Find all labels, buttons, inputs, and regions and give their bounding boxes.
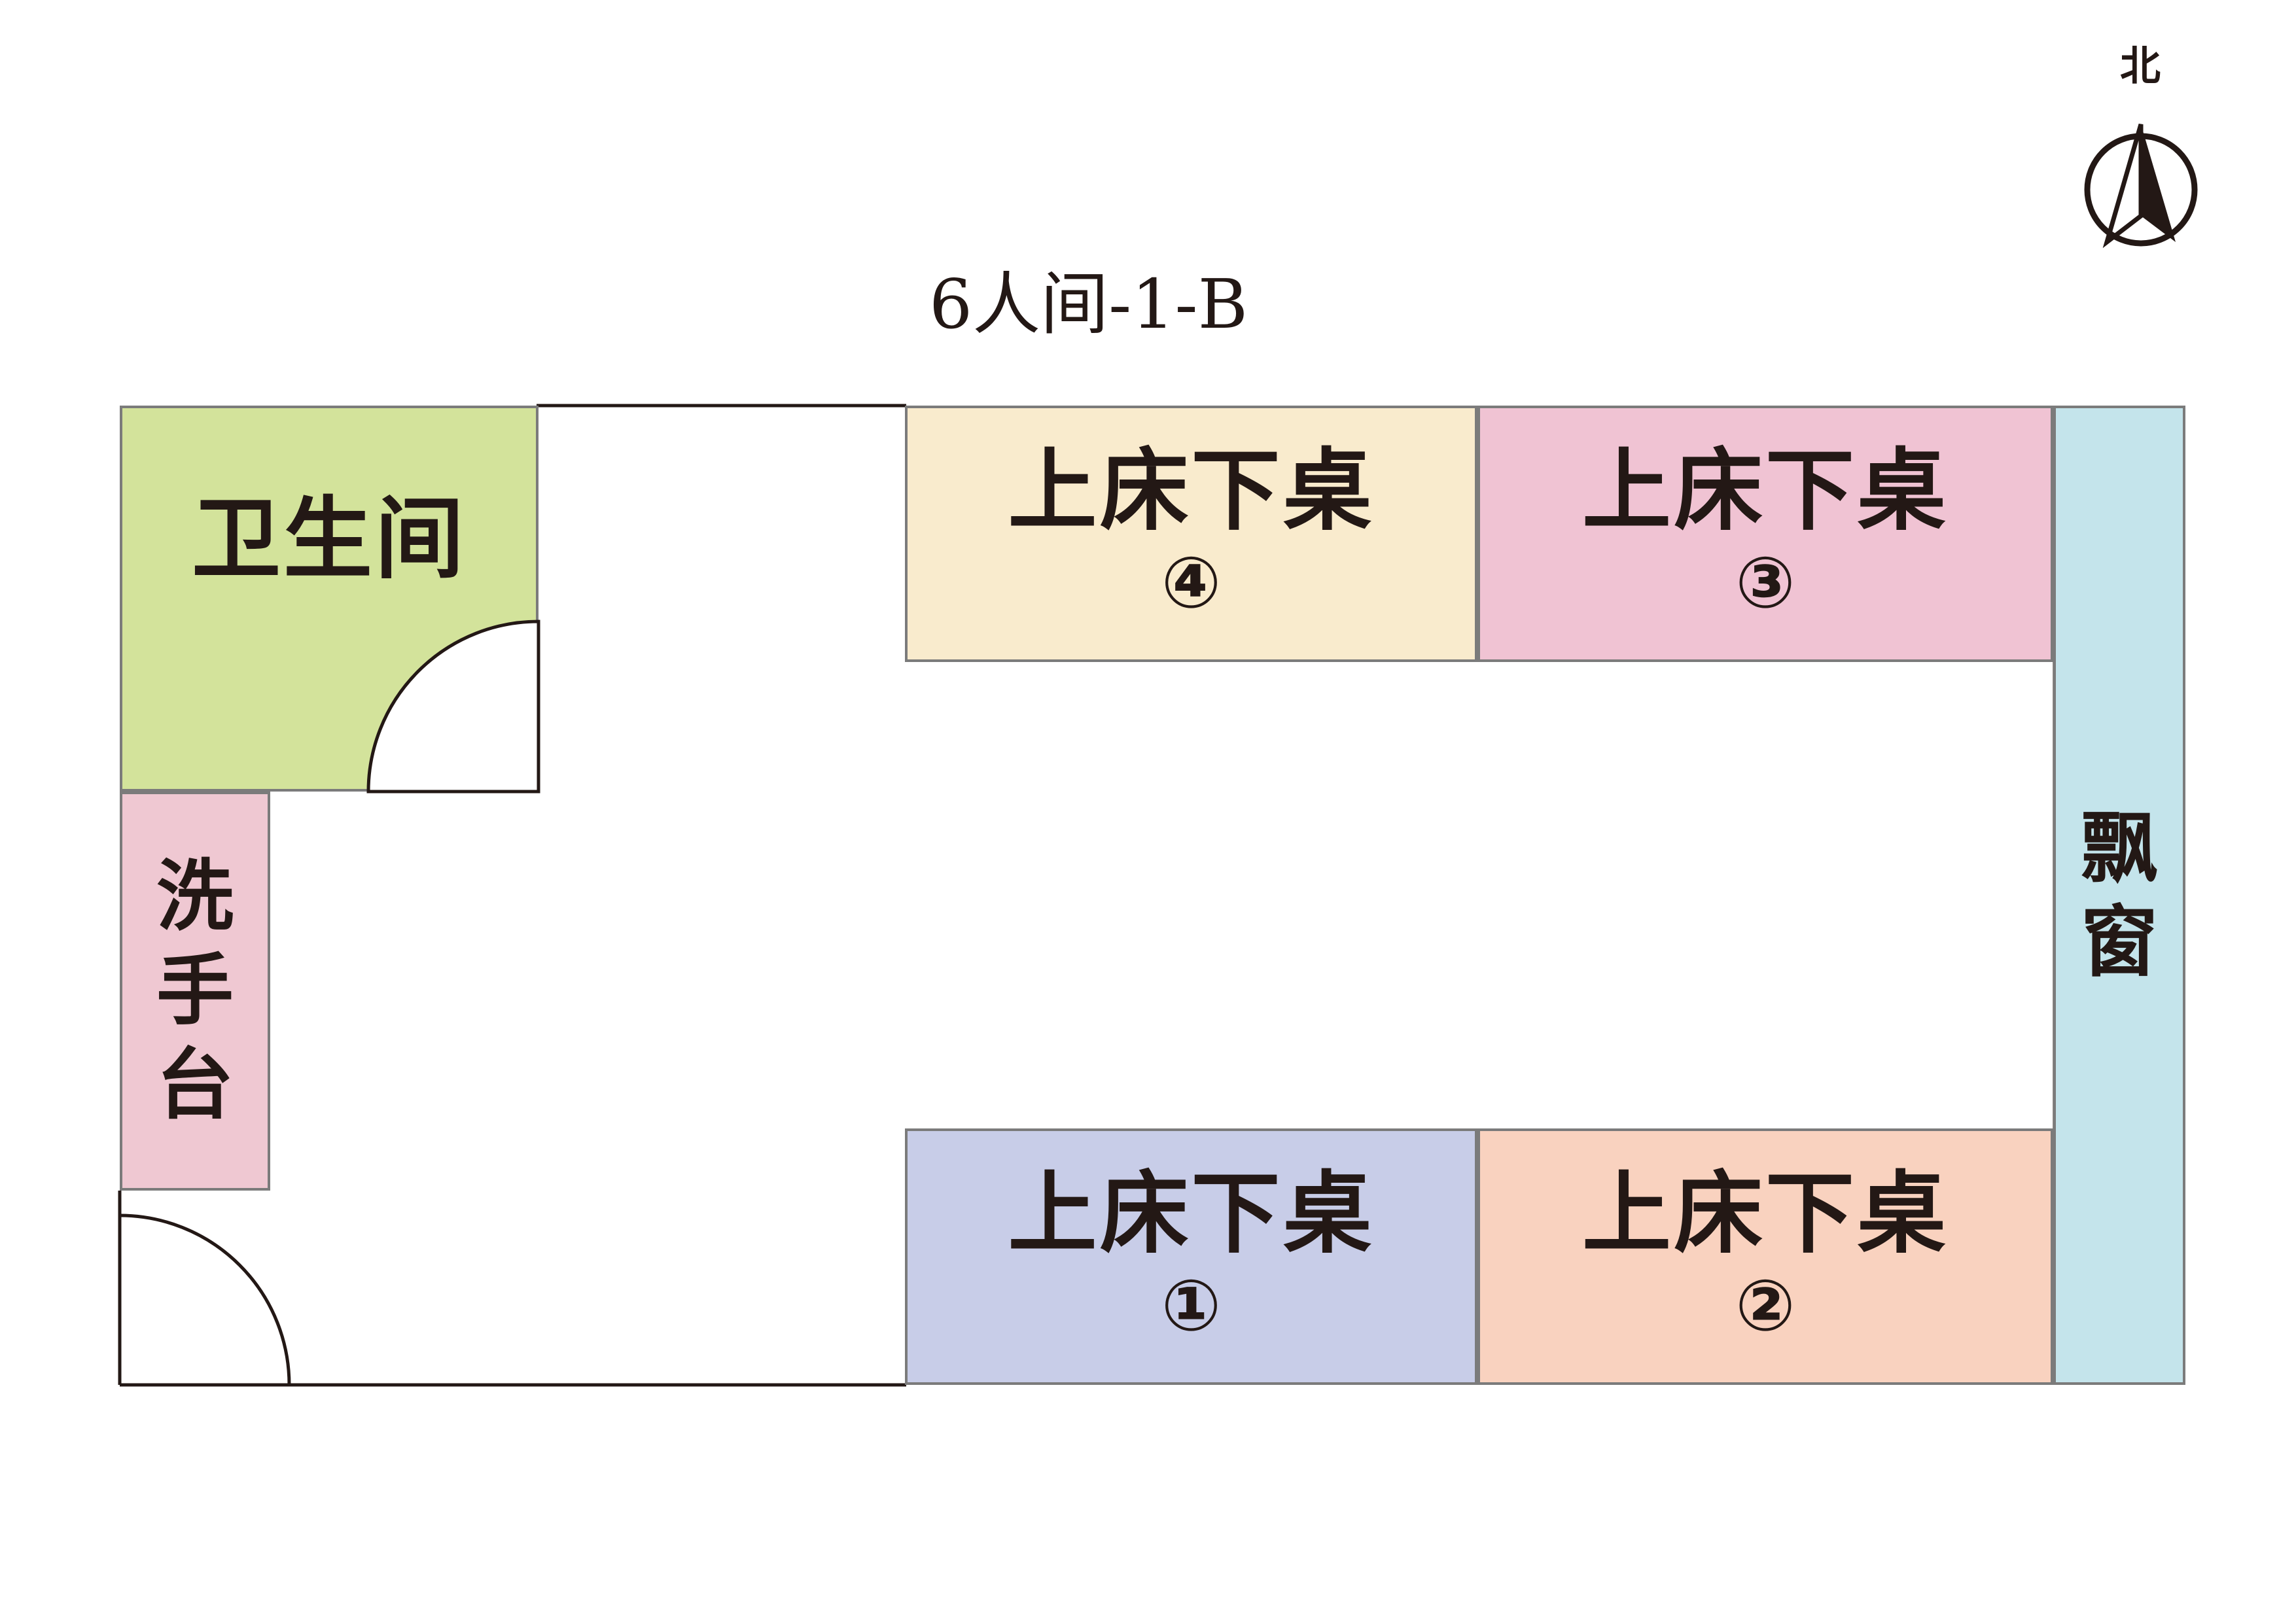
bathroom-label: 卫生间: [192, 488, 467, 591]
bed-label: 上床下桌: [1008, 1162, 1375, 1266]
sink-label: 洗手台: [156, 851, 234, 1130]
sink: 洗手台: [120, 792, 270, 1191]
bed-label: 上床下桌: [1008, 440, 1375, 544]
bay-window-label: 飘窗: [2080, 802, 2158, 987]
bay-window: 飘窗: [2053, 406, 2185, 1385]
bed-label: 上床下桌: [1582, 440, 1949, 544]
bed-desk-3: 上床下桌 ③: [1477, 406, 2053, 662]
bed-number: ①: [1161, 1265, 1222, 1347]
bed-number: ③: [1735, 542, 1795, 624]
bed-desk-2: 上床下桌 ②: [1477, 1128, 2053, 1385]
north-arrow-icon: [2084, 124, 2198, 249]
bed-desk-4: 上床下桌 ④: [905, 406, 1477, 662]
floor-plan-title: 6人间-1-B: [929, 264, 1248, 344]
bed-number: ②: [1735, 1265, 1795, 1347]
bed-label: 上床下桌: [1582, 1162, 1949, 1266]
bed-number: ④: [1161, 542, 1222, 624]
bed-desk-1: 上床下桌 ①: [905, 1128, 1477, 1385]
north-label: 北: [2120, 42, 2161, 90]
